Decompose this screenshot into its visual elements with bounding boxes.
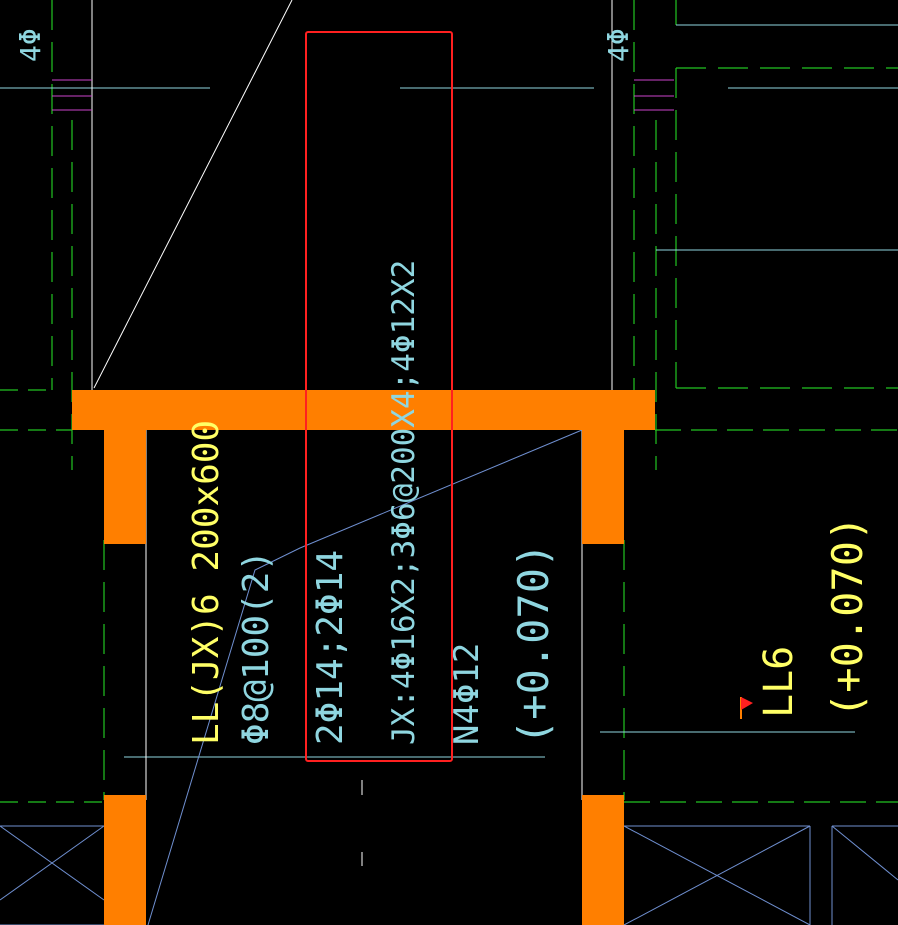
wall-left-upper[interactable] (104, 430, 146, 544)
slab-hatch (0, 429, 898, 925)
axis-lines (0, 0, 898, 803)
wall-left-lower[interactable] (104, 795, 146, 925)
beam-annotation-line1: LL(JX)6 200x600 (186, 420, 227, 745)
side-annotation-label: LL6 (756, 646, 802, 718)
column-hatch (52, 79, 674, 111)
beam-annotation-line6: (+0.070) (509, 543, 558, 745)
selection-box[interactable] (305, 31, 453, 762)
side-annotation[interactable]: LL6 (+0.070) (756, 516, 872, 718)
beam-annotation-line2: Φ8@100(2) (236, 550, 277, 745)
red-flag-icon[interactable] (740, 697, 753, 719)
concrete-members (72, 390, 655, 925)
beam-annotation-line4: JX:4Φ16X2;3Φ6@200X4;4Φ12X2 (386, 260, 422, 745)
beam-annotation[interactable]: LL(JX)6 200x600 Φ8@100(2) 2Φ14;2Φ14 JX:4… (186, 260, 558, 745)
beam-annotation-line5: N4Φ12 (447, 643, 487, 745)
top-left-annotation-fragment: 4Φ (14, 28, 47, 62)
beam-annotation-line3: 2Φ14;2Φ14 (310, 550, 351, 745)
side-annotation-elevation: (+0.070) (823, 516, 872, 718)
wall-right-lower[interactable] (582, 795, 624, 925)
top-right-annotation-fragment: 4Φ (602, 28, 635, 62)
wall-right-upper[interactable] (582, 430, 624, 544)
beam-section[interactable] (72, 390, 655, 430)
